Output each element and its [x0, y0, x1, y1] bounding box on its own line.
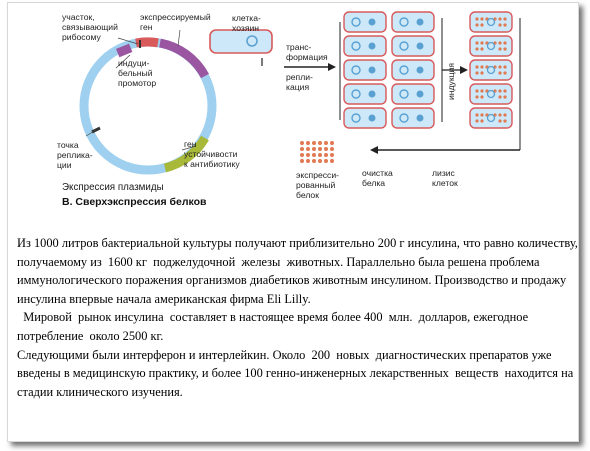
arrow-induction-head [460, 66, 468, 74]
cell-growth [391, 59, 435, 81]
cell-induced [469, 83, 513, 105]
leader-gene [177, 29, 181, 47]
cell-replicated [343, 11, 387, 33]
cells-column-replicated [343, 11, 387, 129]
cells-column-induced [469, 11, 513, 129]
label-resistance-gene: ген устойчивости к антибиотику [184, 139, 240, 169]
ribosome-binding-segment [135, 37, 159, 48]
cell-induced [469, 35, 513, 57]
cell-replicated [343, 83, 387, 105]
host-cell-chromosome [246, 35, 258, 47]
label-replication: репли- кация [286, 72, 315, 92]
process-arrows: транс- формация репли- кация [261, 22, 341, 120]
label-induction: индукция [446, 63, 456, 100]
expressed-gene-segment [159, 38, 209, 79]
label-inducible-promoter: индуци- бельный промотор [118, 58, 156, 88]
cell-growth [391, 11, 435, 33]
label-lysis: лизис клеток [432, 168, 458, 188]
cell-replicated [343, 107, 387, 129]
cell-induced [469, 11, 513, 33]
cell-growth [391, 107, 435, 129]
promoter-block [116, 43, 133, 58]
paragraph-insulin-market: Мировой рынок инсулина составляет в наст… [17, 310, 535, 343]
label-purification: очистка белка [362, 168, 395, 188]
cell-growth [391, 83, 435, 105]
body-text: Из 1000 литров бактериальной культуры по… [17, 234, 582, 401]
downstream-flow: лизис клеток очистка белка [362, 18, 521, 188]
label-transformation: транс- формация [286, 42, 328, 62]
cell-induced [469, 107, 513, 129]
leader-origin [85, 129, 97, 137]
paragraph-insulin-production: Из 1000 литров бактериальной культуры по… [17, 236, 581, 306]
protein-overexpression-diagram: участок, связывающий рибосому экспрессир… [57, 11, 521, 208]
cell-induced [469, 59, 513, 81]
leader-resistance [181, 145, 197, 151]
caption-plasmid-expression: Экспрессия плазмиды [62, 182, 164, 193]
section-title: В. Сверхэкспрессия белков [62, 196, 207, 208]
cells-column-growth [391, 11, 435, 129]
leader-promoter [115, 54, 131, 69]
host-cell-body [209, 29, 273, 54]
arrow-transformation-head [328, 63, 336, 71]
induction-step: индукция [441, 18, 468, 122]
cell-replicated [343, 59, 387, 81]
resistance-gene-segment [163, 135, 209, 173]
cell-replicated [343, 35, 387, 57]
host-cell: клетка- хозяин [209, 13, 273, 54]
expressed-protein-dots [300, 141, 334, 163]
label-origin: точка реплика- ции [57, 140, 95, 170]
cell-growth [391, 35, 435, 57]
label-host-cell: клетка- хозяин [232, 13, 263, 33]
label-expressed-protein: экспресси- рованный белок [296, 170, 341, 200]
label-expressed-gene: экспрессируемый ген [140, 12, 213, 32]
label-ribosome-site: участок, связывающий рибосому [62, 12, 120, 42]
arrow-downstream-head [370, 146, 378, 154]
plasmid-diagram: участок, связывающий рибосому экспрессир… [57, 12, 240, 175]
leader-ribosome [117, 37, 139, 45]
paragraph-interferon: Следующими были интерферон и интерлейкин… [17, 347, 577, 399]
